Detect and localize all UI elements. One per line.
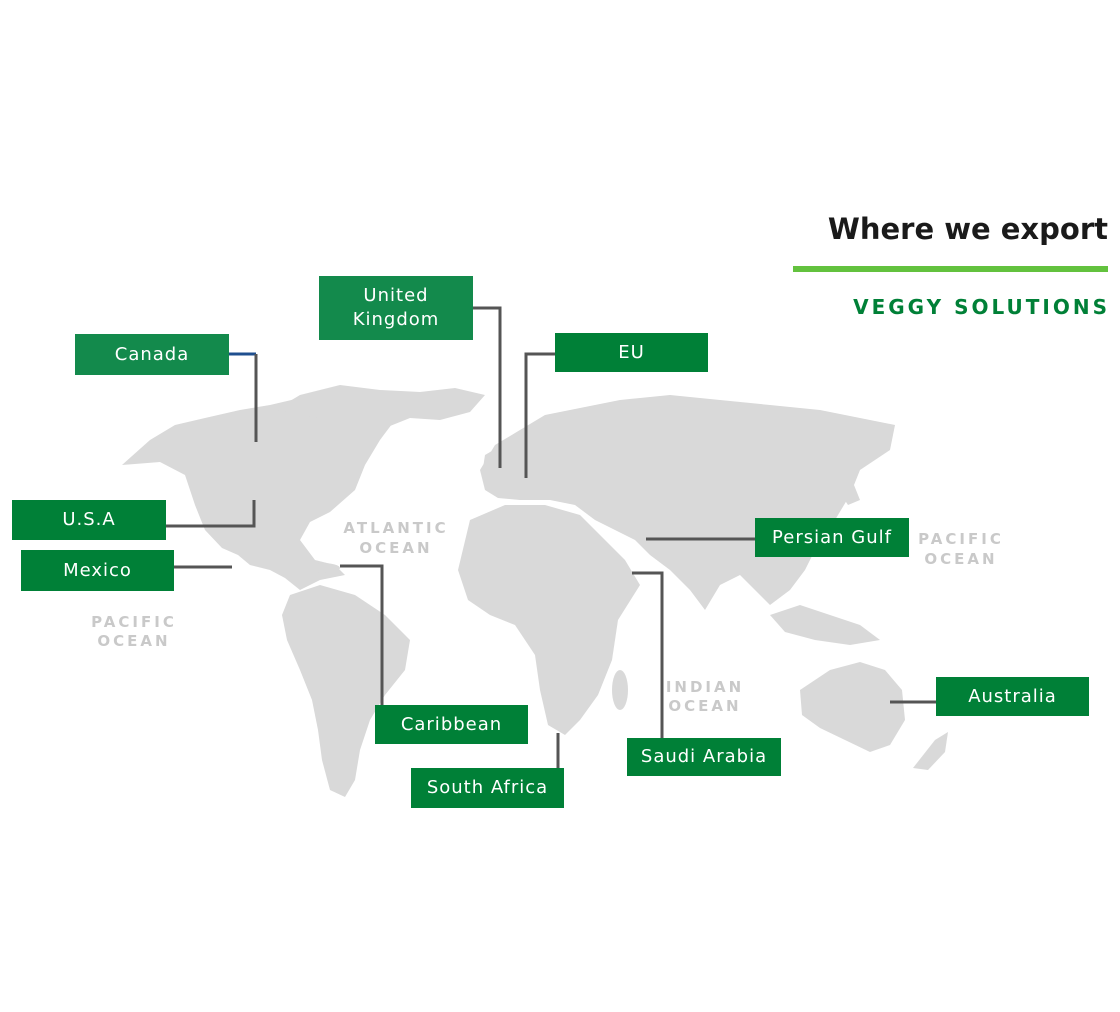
title-underline <box>793 266 1108 272</box>
region-label-united-kingdom: United Kingdom <box>319 276 473 340</box>
australia-landmass <box>800 662 905 752</box>
region-label-mexico: Mexico <box>21 550 174 591</box>
uk-leader-line <box>473 306 502 468</box>
pacific-ocean-label-west-line2: OCEAN <box>97 632 170 650</box>
indian-ocean-label: INDIAN <box>666 678 744 696</box>
usa-leader-line <box>166 500 256 528</box>
new-zealand-islands <box>913 732 948 770</box>
atlantic-ocean-label: ATLANTIC <box>343 519 448 537</box>
region-label-australia: Australia <box>936 677 1089 716</box>
region-label-south-africa: South Africa <box>411 768 564 808</box>
uk-island <box>483 448 502 475</box>
pacific-ocean-label-west: PACIFIC <box>91 613 177 631</box>
caribbean-leader-line <box>340 564 384 705</box>
region-label-eu: EU <box>555 333 708 372</box>
caribbean-islands <box>304 563 340 573</box>
eu-leader-line <box>524 352 555 478</box>
arctic-islands-landmass <box>275 385 485 430</box>
africa-landmass <box>458 505 640 735</box>
pacific-ocean-label-east: PACIFIC <box>918 530 1004 548</box>
madagascar-island <box>612 670 628 710</box>
page-title: Where we export <box>827 212 1108 246</box>
southeast-asia-islands <box>770 605 880 645</box>
indian-ocean-label-line2: OCEAN <box>668 697 741 715</box>
pacific-ocean-label-east-line2: OCEAN <box>924 550 997 568</box>
region-label-usa: U.S.A <box>12 500 166 540</box>
region-label-canada: Canada <box>75 334 229 375</box>
brand-subtitle: VEGGY SOLUTIONS <box>853 295 1110 319</box>
north-america-landmass <box>122 392 395 590</box>
ocean-labels: ATLANTIC OCEAN PACIFIC OCEAN PACIFIC OCE… <box>91 519 1004 715</box>
region-label-persian-gulf: Persian Gulf <box>755 518 909 557</box>
south-america-landmass <box>282 585 410 797</box>
atlantic-ocean-label-line2: OCEAN <box>359 539 432 557</box>
japan-islands <box>838 470 860 505</box>
leader-lines <box>166 306 936 768</box>
continents <box>122 385 948 797</box>
saudi-arabia-leader-line <box>632 571 664 738</box>
region-label-caribbean: Caribbean <box>375 705 528 744</box>
region-label-saudi-arabia: Saudi Arabia <box>627 738 781 776</box>
